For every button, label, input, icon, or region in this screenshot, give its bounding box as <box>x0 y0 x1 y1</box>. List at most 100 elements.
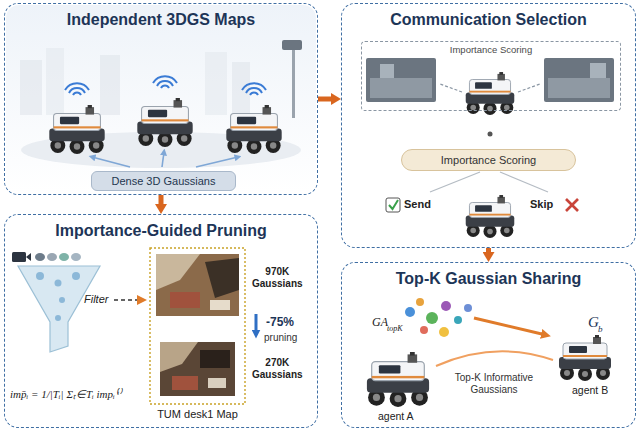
robot-icon <box>226 105 281 154</box>
pruned-map <box>172 376 198 390</box>
agent-label: agent B <box>572 384 608 396</box>
gaussian-ball <box>454 316 462 324</box>
roadside-camera <box>282 40 302 50</box>
camera-icon <box>12 252 26 262</box>
importance-formula: imp̄ᵢ = 1/|Tᵢ| Σₜ∈Tᵢ impᵢ⁽ᵗ⁾ <box>10 386 121 401</box>
send-check <box>386 198 400 212</box>
camera-view <box>380 64 394 78</box>
panel-title: Independent 3DGS Maps <box>5 11 317 29</box>
action-label: Send <box>404 198 431 210</box>
skip-cross <box>566 199 578 211</box>
roadside-camera <box>292 48 295 118</box>
set-subscript: topK <box>387 324 403 333</box>
camera-icon <box>12 252 31 262</box>
pointer-line <box>92 152 238 167</box>
dense-map <box>210 300 230 310</box>
robot-icon <box>49 98 281 154</box>
pruned-map <box>200 350 230 368</box>
send-check <box>386 198 400 212</box>
robot-icon <box>367 335 611 407</box>
map-caption: TUM desk1 Map <box>150 408 245 420</box>
panel-title: Communication Selection <box>342 11 635 29</box>
panel-title: Top-K Gaussian Sharing <box>342 270 635 288</box>
robot-icon <box>559 335 611 381</box>
gaussian-ellipse <box>35 253 45 261</box>
dense-map <box>156 254 239 316</box>
gaussian-ball <box>464 304 472 312</box>
map-frame <box>150 248 245 404</box>
wifi-icon <box>65 83 89 95</box>
map-symbol: G <box>588 314 599 331</box>
robot-icon <box>367 352 429 407</box>
filter-funnel <box>18 266 100 352</box>
stage-panel: Top-K Gaussian Sharing <box>341 262 636 428</box>
gaussian-ellipse <box>72 272 80 280</box>
pointer-line <box>162 152 164 167</box>
reduction-arrow <box>255 314 258 334</box>
panel-background <box>6 5 316 193</box>
agent-label: agent A <box>378 410 414 422</box>
gaussian-ellipse <box>71 253 81 261</box>
action-label: Skip <box>530 198 553 210</box>
filter-arrow <box>114 299 142 300</box>
gaussian-ellipse <box>59 253 69 261</box>
scoring-box: Importance Scoring <box>361 41 621 111</box>
skip-cross <box>566 199 578 211</box>
wifi-icon <box>65 76 266 95</box>
scoring-link <box>440 84 462 92</box>
node-text: Importance Scoring <box>441 154 536 166</box>
pointer-line <box>196 157 238 167</box>
percent-label: -75% <box>266 315 294 329</box>
gaussian-ball <box>405 307 415 317</box>
dense-map <box>205 258 239 298</box>
city-backdrop <box>205 52 227 115</box>
camera-icon <box>26 253 31 261</box>
robot-icon <box>466 72 515 115</box>
set-symbol: GA <box>372 315 388 330</box>
gaussian-tag: Dense 3D Gaussians <box>91 171 236 191</box>
skip-cross <box>566 199 578 211</box>
decision-line <box>430 172 480 192</box>
gaussian-ellipse <box>55 315 61 321</box>
decision-line <box>500 172 548 192</box>
step-label: Filter <box>84 293 108 305</box>
gaussian-ball <box>426 312 438 324</box>
camera-view <box>366 58 436 102</box>
pruned-map <box>160 342 198 372</box>
node-text: Importance Scoring <box>362 44 620 55</box>
scoring-link <box>518 84 540 92</box>
count-label: 270K Gaussians <box>252 357 303 381</box>
roadside-camera <box>282 40 302 118</box>
share-curve <box>436 351 553 366</box>
share-arrow <box>474 318 546 335</box>
camera-view <box>544 58 614 102</box>
gaussian-ball <box>439 327 449 337</box>
panel-background <box>6 5 316 193</box>
city-backdrop <box>20 48 250 115</box>
panel-title: Importance-Guided Pruning <box>5 222 317 240</box>
scoring-pill: Importance Scoring <box>401 149 576 171</box>
pruned-map <box>208 378 226 388</box>
count-label: 970K Gaussians <box>252 266 303 290</box>
city-backdrop <box>100 55 120 115</box>
camera-view <box>590 63 606 78</box>
pruned-map <box>160 342 235 396</box>
gaussian-ellipse <box>36 272 44 280</box>
robot-icon <box>137 98 192 147</box>
scoring-link <box>440 84 540 92</box>
wifi-icon <box>242 83 266 95</box>
flow-arrow <box>318 97 333 102</box>
decision-line <box>430 172 548 192</box>
gaussian-ball <box>405 298 472 337</box>
dense-map <box>170 292 200 308</box>
step-label: pruning <box>264 332 297 343</box>
robot-icon <box>49 105 104 154</box>
gaussian-ellipse <box>47 253 57 261</box>
dot <box>488 132 493 137</box>
gaussian-ball <box>416 298 424 306</box>
gaussian-ball <box>420 326 428 334</box>
gaussian-ellipse <box>35 253 81 261</box>
